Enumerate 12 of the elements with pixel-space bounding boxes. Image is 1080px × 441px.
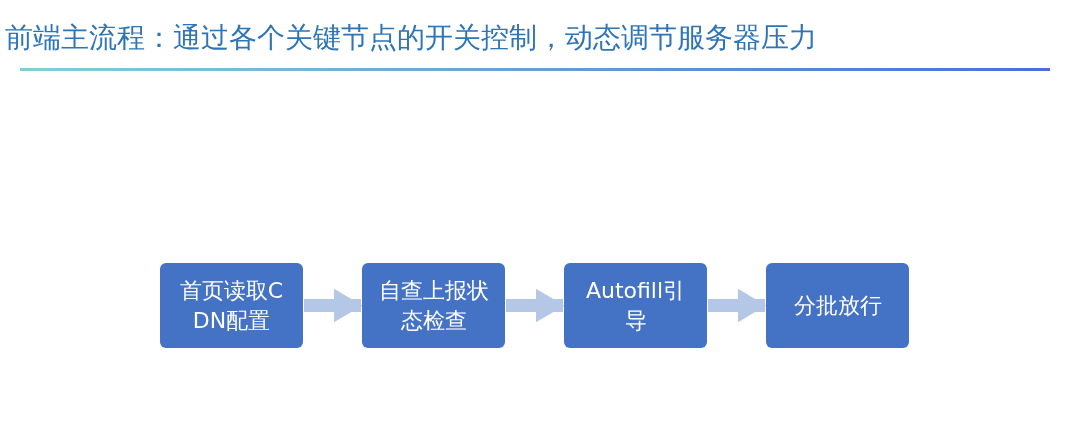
arrow [708,288,767,323]
box-label: 自查上报状态检查 [377,276,490,335]
process-box [564,263,707,348]
process-box [362,263,505,348]
box-label: 首页读取CDN配置 [178,276,285,335]
arrow [304,288,363,323]
title: 前端主流程：通过各个关键节点的开关控制，动态调节服务器压力 [5,20,817,56]
process-box [766,263,909,348]
arrow [506,288,565,323]
box-label: 分批放行 [793,291,882,320]
box-label: Autofill引导 [584,276,687,335]
process-box [160,263,303,348]
